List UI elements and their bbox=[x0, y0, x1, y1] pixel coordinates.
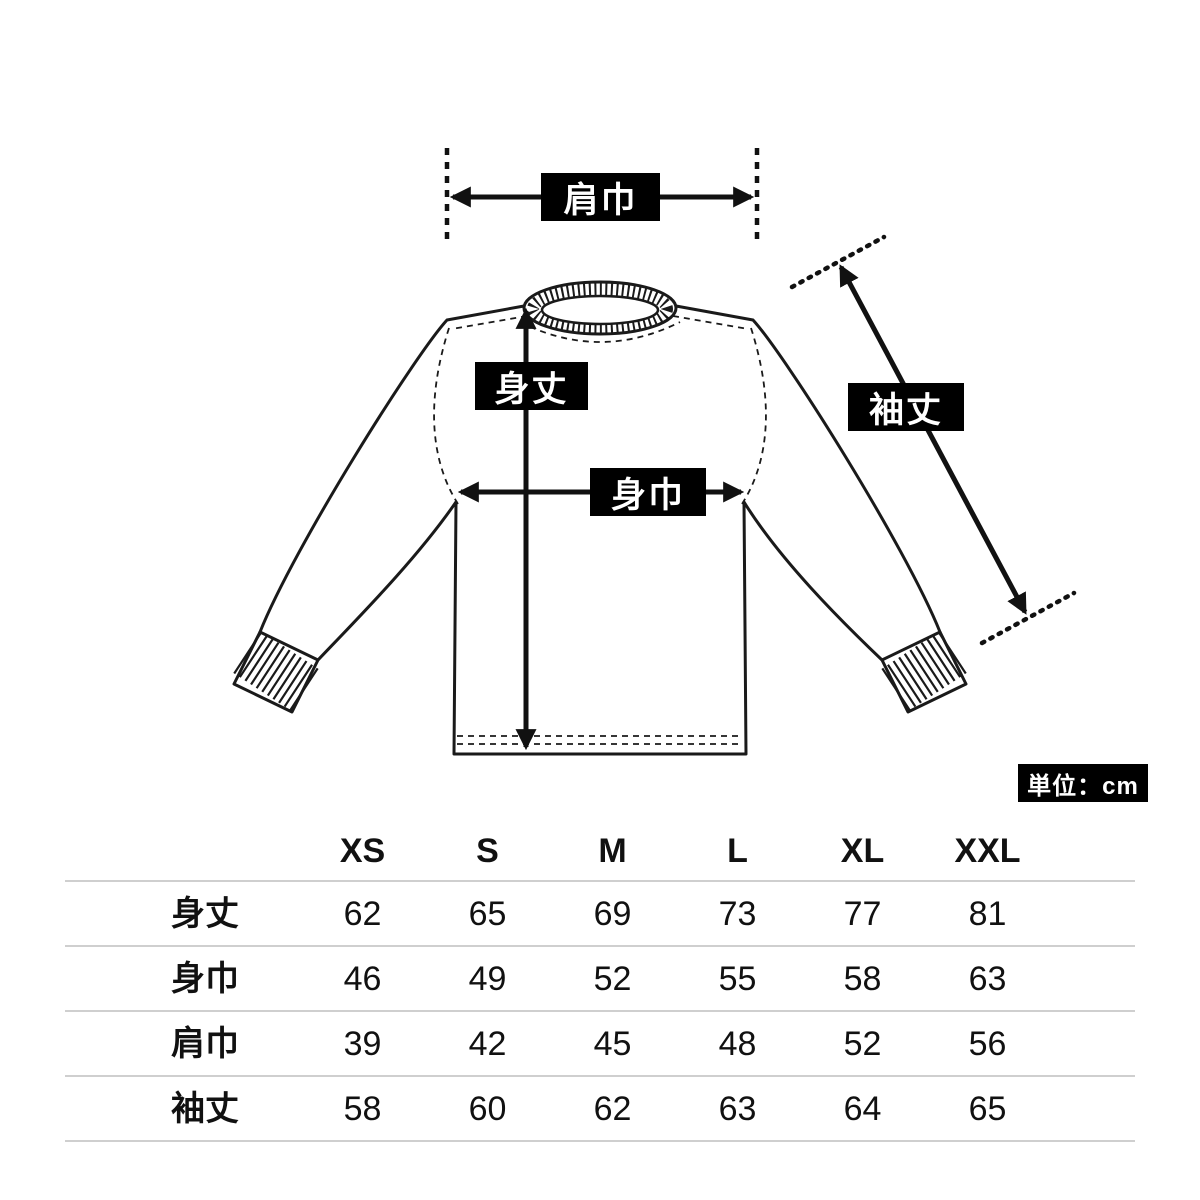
collar-inner bbox=[540, 294, 660, 326]
sleeve-length-label: 袖丈 bbox=[848, 383, 964, 431]
size-table-header-row: XS S M L XL XXL bbox=[65, 822, 1135, 880]
col-header-s: S bbox=[476, 832, 499, 870]
shirt-body-path bbox=[232, 296, 968, 756]
right-cuff-edge bbox=[880, 630, 942, 662]
left-armhole-seam bbox=[433, 327, 459, 505]
cuff-ribbing bbox=[233, 631, 967, 711]
cell-value: 52 bbox=[843, 1024, 882, 1063]
cell-value: 46 bbox=[343, 959, 382, 998]
cell-value: 42 bbox=[468, 1024, 507, 1063]
cell-value: 65 bbox=[468, 894, 507, 933]
cell-value: 63 bbox=[718, 1089, 757, 1128]
cell-value: 48 bbox=[718, 1024, 757, 1063]
cell-value: 45 bbox=[593, 1024, 632, 1063]
left-cuff-rib-hatch bbox=[233, 631, 319, 711]
row-label: 袖丈 bbox=[171, 1089, 239, 1128]
cell-value: 64 bbox=[843, 1089, 882, 1128]
table-row-body-length: 身丈 62 65 69 73 77 81 bbox=[65, 880, 1135, 945]
right-cuff-rib-hatch bbox=[881, 631, 967, 711]
cell-value: 52 bbox=[593, 959, 632, 998]
cell-value: 55 bbox=[718, 959, 757, 998]
collar-front-seam bbox=[519, 321, 681, 343]
col-header-l: L bbox=[727, 832, 748, 870]
col-header-m: M bbox=[598, 832, 627, 870]
cell-value: 62 bbox=[593, 1089, 632, 1128]
sleeve-guide-top bbox=[789, 234, 887, 290]
table-row-body-width: 身巾 46 49 52 55 58 63 bbox=[65, 945, 1135, 1010]
cell-value: 58 bbox=[843, 959, 882, 998]
cell-value: 81 bbox=[968, 894, 1007, 933]
cell-value: 69 bbox=[593, 894, 632, 933]
size-table: XS S M L XL XXL 身丈 62 65 69 73 77 81 身巾 … bbox=[65, 822, 1135, 1142]
sleeve-length-arrow bbox=[838, 264, 1028, 615]
shirt-outline bbox=[232, 296, 968, 756]
left-cuff-edge bbox=[258, 630, 320, 662]
cell-value: 49 bbox=[468, 959, 507, 998]
collar-rib-hatch bbox=[527, 283, 673, 335]
col-header-xl: XL bbox=[840, 832, 885, 870]
table-row-shoulder-width: 肩巾 39 42 45 48 52 56 bbox=[65, 1010, 1135, 1075]
cell-value: 77 bbox=[843, 894, 882, 933]
row-label: 肩巾 bbox=[171, 1024, 239, 1063]
cell-value: 60 bbox=[468, 1089, 507, 1128]
row-label: 身丈 bbox=[171, 894, 239, 933]
sleeve-guide-bottom bbox=[979, 590, 1077, 646]
unit-badge: 単位：cm bbox=[1018, 764, 1148, 802]
cell-value: 65 bbox=[968, 1089, 1007, 1128]
measure-guides bbox=[444, 148, 1077, 646]
shoulder-width-label: 肩巾 bbox=[541, 173, 660, 221]
row-label: 身巾 bbox=[171, 959, 239, 998]
left-shoulder-seam bbox=[451, 315, 528, 330]
body-length-label: 身丈 bbox=[475, 362, 588, 410]
right-shoulder-seam bbox=[672, 315, 749, 330]
right-armhole-seam bbox=[741, 327, 767, 505]
cell-value: 73 bbox=[718, 894, 757, 933]
collar bbox=[522, 280, 678, 336]
cell-value: 56 bbox=[968, 1024, 1007, 1063]
table-row-sleeve-length: 袖丈 58 60 62 63 64 65 bbox=[65, 1075, 1135, 1140]
col-header-xxl: XXL bbox=[954, 832, 1021, 870]
cell-value: 58 bbox=[343, 1089, 382, 1128]
cell-value: 39 bbox=[343, 1024, 382, 1063]
seam-stitch-lines bbox=[433, 315, 767, 745]
col-header-xs: XS bbox=[339, 832, 386, 870]
body-width-label: 身巾 bbox=[590, 468, 706, 516]
cell-value: 62 bbox=[343, 894, 382, 933]
cell-value: 63 bbox=[968, 959, 1007, 998]
